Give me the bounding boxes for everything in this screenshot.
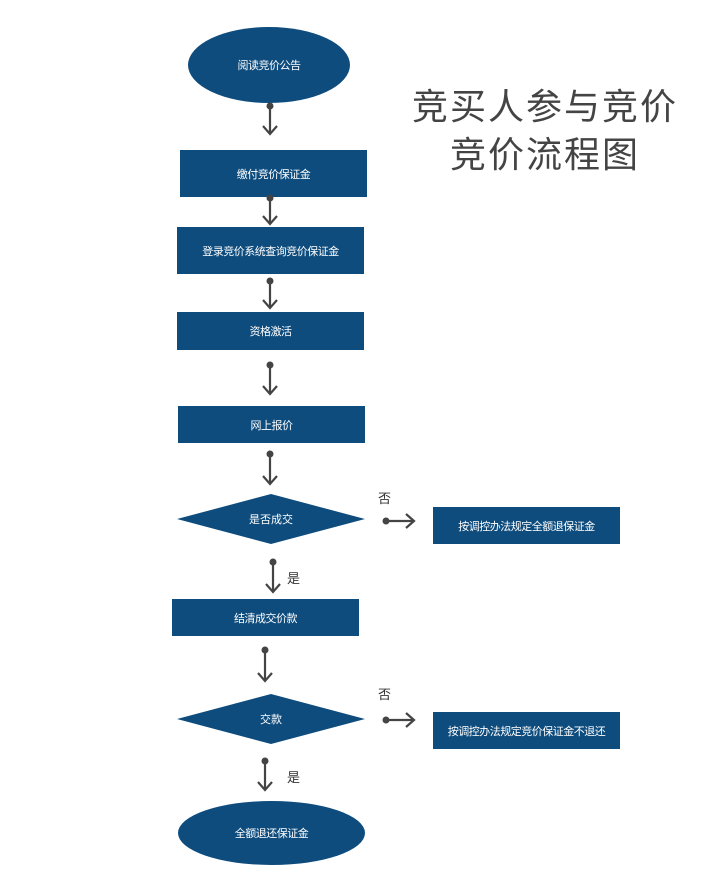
qualification-label: 资格激活 [249, 325, 293, 338]
arrow-deal-no-head [405, 513, 416, 529]
edge-label-yes-deal: 是 [287, 572, 301, 587]
no-pay-action-node: 按调控办法规定竞价保证金不退还 [433, 712, 620, 749]
arrow-start-to-pay-head [262, 125, 278, 136]
pay-deposit-label: 缴付竞价保证金 [236, 167, 311, 181]
start-node-label: 阅读竞价公告 [237, 59, 302, 72]
title-line-1: 竞买人参与竞价 [411, 87, 678, 128]
arrow-deal-yes-head [265, 583, 281, 594]
pay-decision-shape [177, 694, 365, 744]
arrow-pay-no-head [405, 712, 416, 728]
arrow-pay-yes-head [257, 781, 273, 792]
pay-decision-label: 交款 [260, 713, 282, 726]
arrow-pay-to-login-head [262, 215, 278, 226]
deal-decision-shape [177, 494, 365, 544]
deal-decision-label: 是否成交 [249, 513, 293, 526]
online-bid-label: 网上报价 [250, 418, 294, 432]
edge-label-yes-pay: 是 [287, 771, 301, 786]
no-deal-action-node: 按调控办法规定全额退保证金 [433, 507, 620, 544]
settle-price-node: 结清成交价款 [172, 599, 359, 636]
deal-decision-node: 是否成交 [177, 494, 365, 544]
online-bid-node: 网上报价 [178, 406, 365, 443]
arrow-bid-to-deal-head [262, 475, 278, 486]
title-line-2: 竞价流程图 [449, 135, 640, 176]
pay-decision-node: 交款 [177, 694, 365, 744]
start-node: 阅读竞价公告 [188, 27, 350, 103]
login-query-label: 登录竞价系统查询竞价保证金 [202, 244, 339, 258]
end-node-label: 全额退还保证金 [234, 827, 309, 840]
no-pay-action-label: 按调控办法规定竞价保证金不退还 [447, 724, 606, 738]
end-node: 全额退还保证金 [178, 801, 365, 865]
no-deal-action-label: 按调控办法规定全额退保证金 [458, 519, 595, 533]
pay-deposit-node: 缴付竞价保证金 [180, 150, 367, 197]
arrow-login-to-qualification-head [262, 299, 278, 310]
edge-label-no-pay: 否 [378, 688, 392, 703]
edge-label-no-deal: 否 [378, 492, 392, 507]
settle-price-label: 结清成交价款 [234, 611, 298, 625]
login-query-node: 登录竞价系统查询竞价保证金 [177, 227, 364, 274]
arrow-settle-to-pay-head [257, 672, 273, 683]
qualification-node: 资格激活 [177, 312, 364, 350]
arrow-qualification-to-bid-head [262, 385, 278, 396]
diagram-title: 竞买人参与竞价 竞价流程图 [400, 84, 690, 180]
